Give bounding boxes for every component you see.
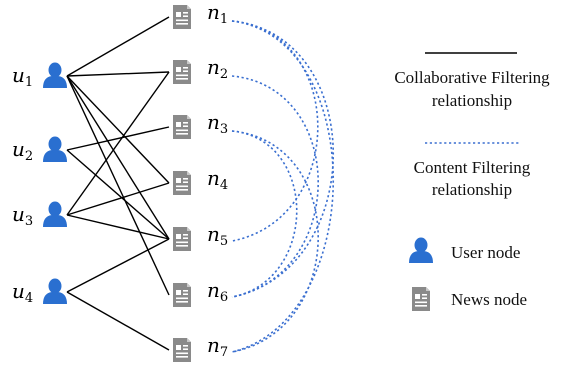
user-node-2: [43, 136, 67, 162]
collaborative-edge-u3-n5: [66, 214, 170, 240]
news-icon: [173, 171, 191, 195]
legend-user-node-label: User node: [451, 243, 520, 262]
news-icon: [173, 338, 191, 362]
news-icon: [173, 60, 191, 84]
news-icon: [173, 5, 191, 29]
news-label-3: n3: [207, 110, 228, 137]
news-icon: [412, 287, 430, 311]
legend-content-label-line2: relationship: [432, 180, 512, 199]
legend-collaborative-label-line1: Collaborative Filtering: [394, 68, 550, 87]
content-edge-n1-n7: [231, 20, 335, 353]
news-node-5: [173, 227, 191, 251]
content-edge-n2-n6: [231, 75, 319, 298]
news-icon: [173, 227, 191, 251]
user-icon: [43, 136, 67, 162]
collaborative-edge-u1-n6: [66, 75, 170, 296]
news-nodes: n1 n2 n3 n4 n5 n6 n7: [173, 0, 228, 362]
user-label-4: u4: [12, 279, 33, 306]
content-edge-n3-n6: [231, 130, 298, 298]
user-label-3: u3: [12, 202, 33, 229]
news-label-7: n7: [207, 333, 228, 360]
user-icon: [43, 278, 67, 304]
user-icon: [43, 201, 67, 227]
news-node-1: [173, 5, 191, 29]
news-icon: [173, 115, 191, 139]
collaborative-edge-u1-n4: [66, 75, 170, 184]
legend-news-node-label: News node: [451, 290, 527, 309]
news-node-4: [173, 171, 191, 195]
collaborative-edges: [66, 16, 170, 351]
news-label-4: n4: [207, 166, 228, 193]
collaborative-edge-u1-n1: [66, 16, 170, 77]
collaborative-edge-u4-n7: [66, 291, 170, 351]
news-icon: [173, 283, 191, 307]
collaborative-edge-u2-n5: [66, 149, 170, 240]
user-node-4: [43, 278, 67, 304]
news-node-6: [173, 283, 191, 307]
user-node-3: [43, 201, 67, 227]
user-label-1: u1: [12, 63, 33, 90]
content-edges: [231, 20, 335, 353]
user-icon: [409, 237, 433, 263]
collaborative-edge-u4-n5: [66, 238, 170, 293]
user-nodes: u1 u2 u3 u4: [12, 62, 67, 306]
collaborative-edge-u2-n3: [66, 126, 170, 151]
collaborative-edge-u1-n5: [66, 75, 170, 240]
user-node-1: [43, 62, 67, 88]
content-edge-n1-n6: [231, 20, 334, 298]
user-label-2: u2: [12, 137, 33, 164]
user-icon: [43, 62, 67, 88]
news-label-5: n5: [207, 222, 228, 249]
collaborative-edge-u3-n2: [66, 71, 170, 216]
collaborative-edge-u1-n2: [66, 71, 170, 77]
news-label-1: n1: [207, 0, 228, 27]
content-edge-n3-n7: [231, 130, 319, 353]
news-label-2: n2: [207, 55, 228, 82]
news-node-2: [173, 60, 191, 84]
news-label-6: n6: [207, 278, 228, 305]
legend-collaborative-label-line2: relationship: [432, 91, 512, 110]
legend-content-label-line1: Content Filtering: [414, 158, 531, 177]
content-edge-n1-n5: [231, 20, 319, 242]
news-node-3: [173, 115, 191, 139]
news-node-7: [173, 338, 191, 362]
legend: Collaborative Filtering relationship Con…: [394, 52, 550, 311]
collaborative-edge-u3-n4: [66, 182, 170, 216]
